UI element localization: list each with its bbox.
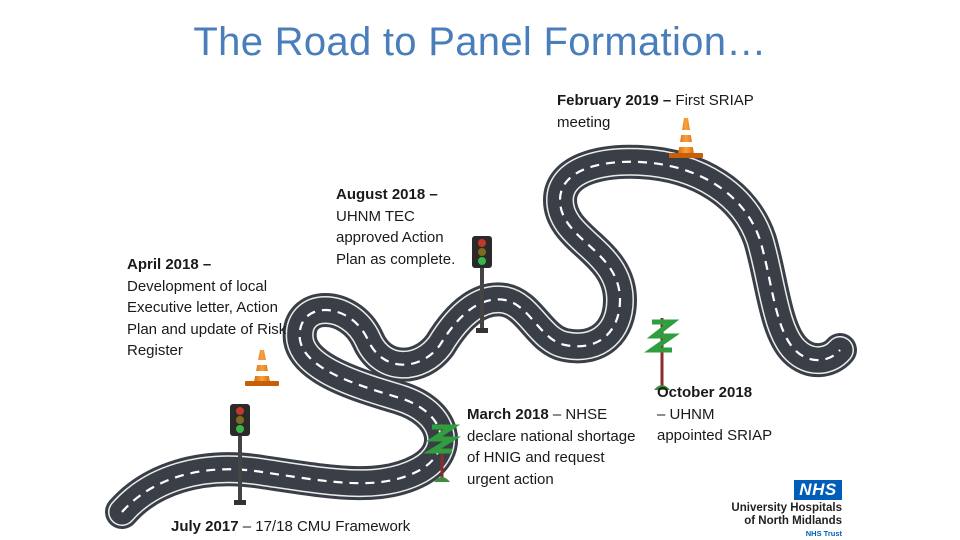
event-text: 17/18 CMU Framework [255,518,411,535]
trust-label: NHS Trust [805,529,842,538]
traffic-cone-icon [669,118,703,158]
event-jul-2017: July 2017 – 17/18 CMU Framework [171,516,471,538]
event-apr-2018: April 2018 – Development of local Execut… [127,254,302,362]
trust-name: University Hospitals of North Midlands [731,502,842,528]
traffic-light-icon [472,236,492,333]
traffic-light-icon [230,404,250,505]
event-feb-2019: February 2019 – First SRIAP meeting [557,90,757,133]
event-date: August 2018 – [336,186,438,203]
trust-name-line1: University Hospitals [731,502,842,514]
nhs-trust-logo: NHS University Hospitals of North Midlan… [716,480,846,540]
event-mar-2018: March 2018 – NHSE declare national short… [467,404,637,490]
event-text: – UHNM appointed SRIAP [657,405,773,445]
zigzag-sign-icon [644,318,680,390]
event-date: March 2018 [467,406,549,423]
event-text: UHNM TEC approved Action Plan as complet… [336,207,456,268]
event-sep: – [658,92,676,109]
road-centerline [121,160,841,513]
event-sep: – [548,406,566,423]
event-sep: – [238,518,256,535]
event-date: February 2019 [557,92,659,109]
event-aug-2018: August 2018 – UHNM TEC approved Action P… [336,184,476,270]
event-date: October 2018 [657,384,753,401]
zigzag-sign-icon [422,424,462,482]
event-date: April 2018 – [127,256,212,273]
nhs-badge: NHS [794,480,842,500]
traffic-cone-icon [245,350,279,386]
slide-title: The Road to Panel Formation… [193,20,767,64]
event-date: July 2017 [171,518,239,535]
event-text: NHSE declare national shortage of HNIG a… [467,406,636,488]
event-text: First SRIAP meeting [557,92,754,131]
trust-name-line2: of North Midlands [744,515,842,527]
event-oct-2018: October 2018 – UHNM appointed SRIAP [657,382,777,447]
event-text: Development of local Executive letter, A… [127,277,287,360]
